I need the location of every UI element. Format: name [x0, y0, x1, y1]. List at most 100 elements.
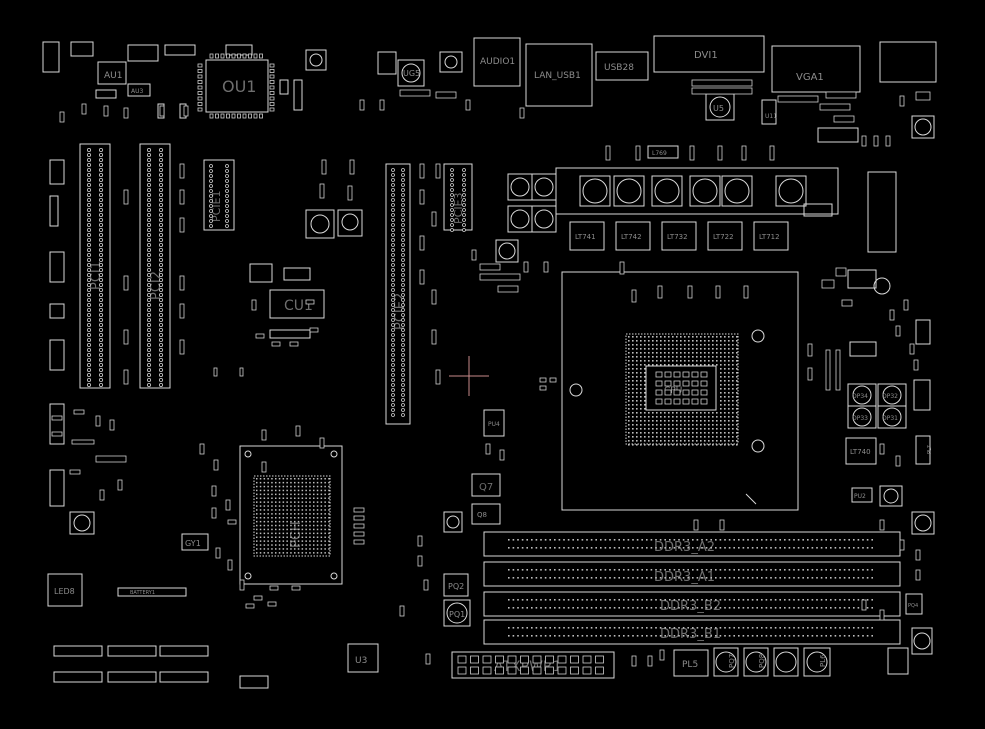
u3-area: U3	[347, 643, 379, 673]
lt740-label: LT740	[850, 448, 871, 456]
dvi1-label: DVI1	[694, 50, 718, 61]
mid-components: PU4 Q7 Q8 PQ2 PQ1	[443, 239, 519, 627]
gy1-label: GY1	[185, 539, 201, 548]
vga-port	[771, 45, 861, 93]
q7-transistor	[471, 473, 501, 497]
audio1-label: AUDIO1	[480, 57, 515, 67]
gy1-chip	[181, 533, 209, 551]
u5-label: U5	[713, 104, 724, 113]
ou1-label: OU1	[222, 77, 256, 96]
pq2-mosfet	[443, 573, 469, 597]
op32-label: OP32	[882, 393, 898, 400]
led8	[47, 573, 83, 607]
pci-slots: PCI1 PCI2	[49, 143, 171, 389]
lt741-label: LT741	[575, 233, 596, 241]
battery-holder	[117, 587, 187, 597]
pl6-label: PL6	[819, 654, 827, 667]
lt740-choke	[845, 437, 877, 465]
op34-label: OP34	[852, 393, 868, 400]
pcie1-slot	[203, 159, 235, 231]
u3-label: U3	[355, 656, 367, 666]
ddr3-b1-slot	[483, 619, 901, 645]
op33-mosfet	[847, 405, 877, 429]
lt712-choke	[753, 221, 789, 251]
lt712-label: LT712	[759, 233, 780, 241]
cpu-socket: CPU	[561, 271, 799, 511]
atxpwr-connector	[451, 651, 615, 679]
lt742-label: LT742	[621, 233, 642, 241]
pu2-label: PU2	[854, 493, 866, 500]
cursor-crosshair	[449, 356, 489, 396]
pl5-label: PL5	[682, 660, 698, 670]
lt742-choke	[615, 221, 651, 251]
pq4-mosfet	[905, 593, 923, 615]
l769-label: L769	[652, 150, 667, 157]
pl6-inductor	[803, 647, 831, 677]
au3-chip	[127, 83, 151, 97]
lan-usb-port	[525, 43, 593, 107]
pcie1-area: PCIE1	[203, 159, 363, 239]
pl5-inductor	[673, 649, 709, 677]
au1-chip	[97, 61, 127, 85]
pq7-label: PQ7	[728, 654, 736, 668]
dvi-port	[653, 35, 765, 73]
lt732-label: LT732	[667, 233, 688, 241]
lt722-choke	[707, 221, 743, 251]
pin-and-pad-details	[51, 53, 931, 675]
ddr3-b1-label: DDR3_B1	[660, 627, 721, 642]
pl7-label: PL7	[927, 445, 933, 454]
dimm-slots: DDR3_A2 DDR3_A1 DDR3_B2 DDR3_B1	[483, 531, 901, 645]
pcie3-label: PCIE3	[452, 192, 465, 224]
top-left-cluster: AU1 AU3 OU1	[42, 41, 327, 119]
pch-label: PCH	[289, 521, 304, 548]
pu2-chip	[851, 487, 873, 503]
ddr3-b2-slot	[483, 591, 901, 617]
op31-mosfet	[877, 405, 907, 429]
pch-chip: PCH	[239, 445, 343, 585]
top-middle-io: UG5 AUDIO1 LAN_USB1 USB28 DVI1 VGA1 U5 U…	[377, 35, 937, 143]
q8-label: Q8	[477, 511, 487, 519]
pq4-label: PQ4	[908, 603, 918, 609]
pcie1-label: PCIE1	[210, 190, 223, 222]
u11-label: U11	[765, 113, 777, 120]
lt732-choke	[661, 221, 697, 251]
au3-label: AU3	[131, 88, 143, 95]
au1-label: AU1	[104, 71, 122, 81]
op31-label: OP31	[882, 415, 898, 422]
left-bottom: GY1 LED8 BATTERY1	[47, 403, 269, 689]
vga1-label: VGA1	[796, 72, 824, 83]
vrm-area: L769 LT741 LT742 LT732 LT722 LT712	[507, 145, 897, 253]
pcie2-slot	[385, 163, 411, 425]
q7-label: Q7	[479, 482, 493, 493]
led8-label: LED8	[54, 587, 75, 596]
u3-chip	[347, 643, 379, 673]
ddr3-a1-label: DDR3_A1	[654, 570, 715, 585]
op33-label: OP33	[852, 415, 868, 422]
ug5-label: UG5	[403, 69, 420, 78]
ddr3-a1-slot	[483, 561, 901, 587]
usb28-port	[595, 51, 649, 81]
pci1-slot	[79, 143, 111, 389]
lt722-label: LT722	[713, 233, 734, 241]
pcie3-slot	[443, 163, 473, 231]
q8-transistor	[471, 503, 501, 525]
pl7-inductor	[915, 435, 931, 465]
pq7-mosfet	[713, 647, 739, 677]
usb28-label: USB28	[604, 63, 634, 73]
audio-jack	[473, 37, 521, 87]
pq8-label: PQ8	[758, 654, 766, 668]
cu1-chip	[269, 289, 325, 319]
pq1-mosfet	[443, 599, 471, 627]
cpu-socket-label: CPU	[664, 386, 682, 396]
lan-usb1-label: LAN_USB1	[534, 71, 581, 81]
battery1-label: BATTERY1	[130, 590, 155, 596]
ddr3-b2-label: DDR3_B2	[660, 599, 721, 614]
pu4-label: PU4	[488, 421, 500, 428]
pu4-chip	[483, 409, 505, 437]
pq1-label: PQ1	[449, 610, 465, 619]
pci2-slot	[139, 143, 171, 389]
ug5-chip	[397, 59, 425, 87]
ou1-chip	[205, 59, 269, 113]
pq8-mosfet	[743, 647, 769, 677]
pq2-label: PQ2	[448, 582, 464, 591]
